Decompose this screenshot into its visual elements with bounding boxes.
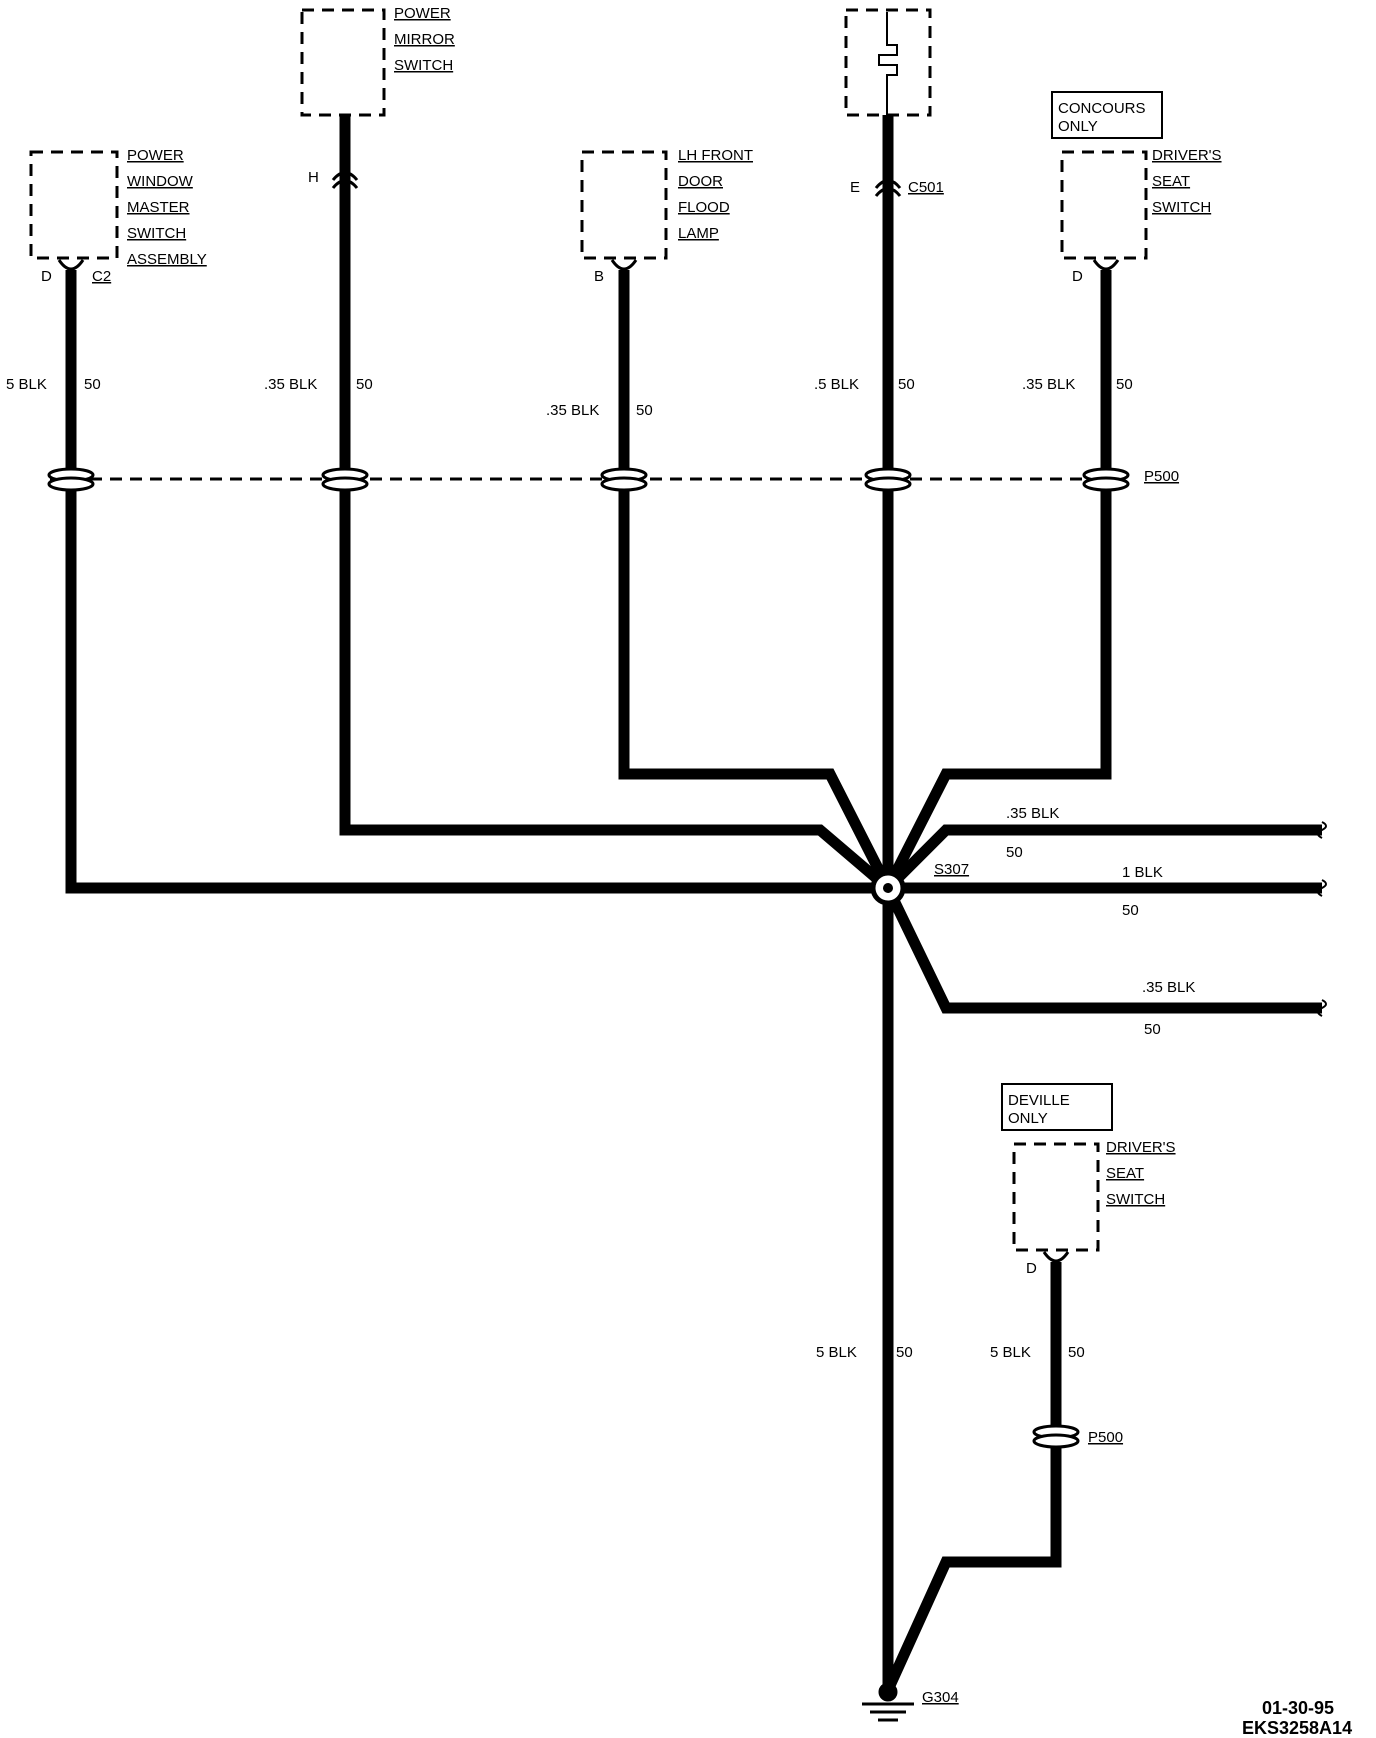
wire-3-gauge: .35 BLK xyxy=(546,402,599,419)
seat-switch-deville-label-1: DRIVER'S xyxy=(1106,1139,1176,1156)
wire-end-2 xyxy=(1317,879,1327,897)
c501-pin: E xyxy=(850,179,860,196)
footer-date: 01-30-95 xyxy=(1262,1698,1334,1718)
flood-lamp-label-4: LAMP xyxy=(678,225,719,242)
wire-1-circuit: 50 xyxy=(84,376,101,393)
flood-lamp-box xyxy=(580,150,668,260)
right-1-gauge: .35 BLK xyxy=(1006,805,1059,822)
ground-symbol xyxy=(862,1682,914,1722)
right-3-circuit: 50 xyxy=(1144,1021,1161,1038)
p500-connectors xyxy=(47,467,1130,1449)
wire-4-gauge: .5 BLK xyxy=(814,376,859,393)
mirror-switch-label-1: POWER xyxy=(394,5,451,22)
pin-arcs xyxy=(57,171,1120,1263)
splice-label: S307 xyxy=(934,861,969,878)
flood-lamp-label-1: LH FRONT xyxy=(678,147,753,164)
wire-right-3 xyxy=(883,885,1322,1014)
splice-s307-dot xyxy=(883,883,893,893)
ground-seat-gauge: 5 BLK xyxy=(990,1344,1031,1361)
wire-1-gauge: 5 BLK xyxy=(6,376,47,393)
seat-switch-concours-pin: D xyxy=(1072,268,1083,285)
flood-lamp-label-2: DOOR xyxy=(678,173,723,190)
window-switch-pin: D xyxy=(41,268,52,285)
wire-2-gauge: .35 BLK xyxy=(264,376,317,393)
seat-switch-deville-box xyxy=(1012,1142,1100,1252)
flood-lamp-label-3: FLOOD xyxy=(678,199,730,216)
wire-3-circuit: 50 xyxy=(636,402,653,419)
c501-connector: C501 xyxy=(908,179,944,196)
wire-window-switch xyxy=(65,270,888,894)
seat-switch-deville-label-2: SEAT xyxy=(1106,1165,1144,1182)
deville-only-note xyxy=(1001,1083,1113,1131)
window-switch-label-5: ASSEMBLY xyxy=(127,251,207,268)
wire-4-circuit: 50 xyxy=(898,376,915,393)
p500-top-label: P500 xyxy=(1144,468,1179,485)
ground-main-gauge: 5 BLK xyxy=(816,1344,857,1361)
window-switch-label-3: MASTER xyxy=(127,199,190,216)
seat-switch-deville-label-3: SWITCH xyxy=(1106,1191,1165,1208)
right-2-circuit: 50 xyxy=(1122,902,1139,919)
wire-2-circuit: 50 xyxy=(356,376,373,393)
ground-main-circuit: 50 xyxy=(896,1344,913,1361)
right-3-gauge: .35 BLK xyxy=(1142,979,1195,996)
wire-right-1 xyxy=(884,824,1322,892)
wire-5-gauge: .35 BLK xyxy=(1022,376,1075,393)
wire-5-circuit: 50 xyxy=(1116,376,1133,393)
concours-note-line-1: CONCOURS xyxy=(1058,100,1146,117)
deville-note-line-2: ONLY xyxy=(1008,1110,1048,1127)
footer-code: EKS3258A14 xyxy=(1242,1718,1352,1738)
seat-switch-concours-label-1: DRIVER'S xyxy=(1152,147,1222,164)
wire-end-3 xyxy=(1317,999,1327,1017)
power-mirror-switch-box xyxy=(300,8,386,117)
wire-seat-switch-deville xyxy=(882,1262,1062,1693)
window-switch-connector: C2 xyxy=(92,268,111,285)
wire-seat-switch-concours xyxy=(883,270,1112,891)
flood-lamp-pin: B xyxy=(594,268,604,285)
deville-note-line-1: DEVILLE xyxy=(1008,1092,1070,1109)
fuse-symbol xyxy=(878,12,898,115)
mirror-switch-label-2: MIRROR xyxy=(394,31,455,48)
right-1-circuit: 50 xyxy=(1006,844,1023,861)
mirror-switch-label-3: SWITCH xyxy=(394,57,453,74)
wire-flood-lamp xyxy=(618,270,893,891)
p500-bottom-label: P500 xyxy=(1088,1429,1123,1446)
power-window-switch-box xyxy=(29,150,119,260)
window-switch-label-4: SWITCH xyxy=(127,225,186,242)
right-2-gauge: 1 BLK xyxy=(1122,864,1163,881)
window-switch-label-2: WINDOW xyxy=(127,173,194,190)
ground-seat-circuit: 50 xyxy=(1068,1344,1085,1361)
concours-only-note xyxy=(1051,91,1163,139)
seat-switch-deville-pin: D xyxy=(1026,1260,1037,1277)
seat-switch-concours-label-3: SWITCH xyxy=(1152,199,1211,216)
ground-label: G304 xyxy=(922,1689,959,1706)
mirror-switch-pin: H xyxy=(308,169,319,186)
window-switch-label-1: POWER xyxy=(127,147,184,164)
seat-switch-concours-label-2: SEAT xyxy=(1152,173,1190,190)
concours-note-line-2: ONLY xyxy=(1058,118,1098,135)
wire-end-1 xyxy=(1317,821,1327,839)
seat-switch-concours-box xyxy=(1060,150,1148,260)
